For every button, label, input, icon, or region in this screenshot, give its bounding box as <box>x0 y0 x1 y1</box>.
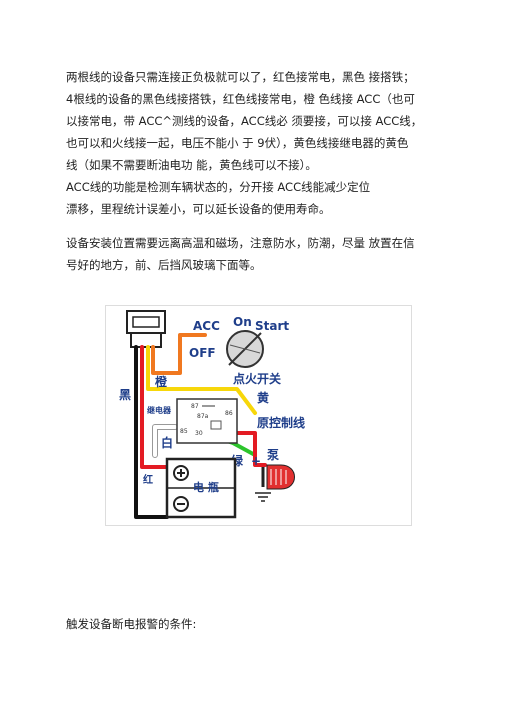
fuel-pump: 泵 <box>255 448 295 502</box>
text-line: 设备安装位置需要远离高温和磁场，注意防水，防潮，尽量 放置在信 <box>66 236 415 250</box>
original-control-label: 原控制线 <box>257 415 305 430</box>
battery-label: 电 瓶 <box>193 480 219 494</box>
paragraph-acc-function: ACC线的功能是检测车辆状态的，分开接 ACC线能减少定位 漂移，里程统计误差小… <box>66 176 436 220</box>
text-line: 漂移，里程统计误差小，可以延长设备的使用寿命。 <box>66 202 331 216</box>
gps-device-connector <box>126 310 166 348</box>
text-line: 线（如果不需要断油电功 能，黄色线可以不接）。 <box>66 158 317 172</box>
pump-label: 泵 <box>267 448 279 462</box>
switch-acc-label: ACC <box>193 319 220 333</box>
red-wire <box>140 345 169 469</box>
black-wire <box>134 345 169 519</box>
wire-label-yellow: 黄 <box>257 390 269 405</box>
wire-label-red: 红 <box>143 473 153 486</box>
white-wire <box>153 425 177 457</box>
relay-pin-30: 30 <box>195 430 203 437</box>
red-wire-relay <box>231 431 267 467</box>
alarm-conditions-heading: 触发设备断电报警的条件: <box>66 617 197 631</box>
ignition-switch: ACC On Start OFF 点火开关 <box>189 315 289 386</box>
text-line: 以接常电，带 ACC^测线的设备，ACC线必 须要接，可以接 ACC线， <box>66 114 423 128</box>
text-line: 4根线的设备的黑色线接搭铁，红色线接常电，橙 色线接 ACC（也可 <box>66 92 415 106</box>
battery: 电 瓶 <box>165 457 237 519</box>
switch-on-label: On <box>233 315 252 329</box>
paragraph-wiring: 两根线的设备只需连接正负极就可以了，红色接常电，黑色 接搭铁； 4根线的设备的黑… <box>66 66 436 176</box>
green-plus-sign: + <box>251 454 261 468</box>
wiring-diagram: ACC On Start OFF 点火开关 继电器 87 87a 86 85 3… <box>105 305 412 526</box>
switch-start-label: Start <box>255 319 289 333</box>
text-line: 两根线的设备只需连接正负极就可以了，红色接常电，黑色 接搭铁； <box>66 70 415 84</box>
relay-pin-87: 87 <box>191 403 199 410</box>
relay-pin-87a: 87a <box>197 413 209 420</box>
relay: 继电器 87 87a 86 85 30 <box>147 398 238 444</box>
text-line: 号好的地方，前、后挡风玻璃下面等。 <box>66 258 262 272</box>
relay-pin-86: 86 <box>225 410 233 417</box>
paragraph-install-location: 设备安装位置需要远离高温和磁场，注意防水，防潮，尽量 放置在信 号好的地方，前、… <box>66 232 436 276</box>
relay-label: 继电器 <box>147 405 172 415</box>
wire-label-white: 白 <box>161 435 173 450</box>
relay-pin-85: 85 <box>180 428 188 435</box>
text-line: 也可以和火线接一起，电压不能小 于 9伏），黄色线接继电器的黄色 <box>66 136 409 150</box>
text-line: ACC线的功能是检测车辆状态的，分开接 ACC线能减少定位 <box>66 180 371 194</box>
yellow-wire <box>146 345 257 415</box>
switch-off-label: OFF <box>189 346 216 360</box>
wire-label-black: 黑 <box>119 388 131 402</box>
orange-wire <box>151 333 207 375</box>
wire-label-orange: 橙 <box>155 374 168 389</box>
ignition-switch-label: 点火开关 <box>233 371 281 386</box>
